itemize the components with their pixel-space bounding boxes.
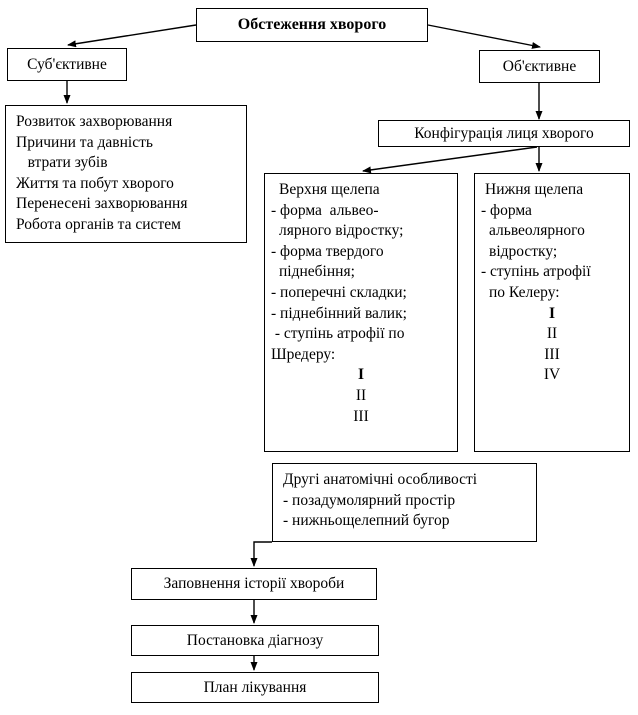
node-objective-label: Об'єктивне [502, 57, 577, 75]
node-treatment-plan[interactable]: План лікування [131, 672, 379, 703]
edge-title-to-objective [427, 24, 541, 49]
list-item: по Келеру: [489, 284, 560, 302]
node-objective[interactable]: Об'єктивне [479, 50, 600, 83]
node-examination-title-label: Обстеження хворого [237, 16, 387, 33]
node-subjective-label: Суб'єктивне [27, 55, 107, 73]
edge-face-config-to-upper-jaw [362, 146, 538, 174]
list-item: - поперечні складки; [271, 284, 407, 302]
node-other-features-heading: Другі анатомічні особливості [283, 471, 478, 488]
list-item: лярного відростку; [279, 222, 404, 240]
node-upper-jaw[interactable]: Верхня щелепа - форма альвео- лярного ві… [264, 173, 458, 452]
node-face-configuration-label: Конфігурація лиця хворого [414, 124, 594, 142]
node-lower-jaw[interactable]: Нижня щелепа - форма альвеолярного відро… [474, 173, 630, 452]
list-item: Життя та побут хворого [16, 174, 174, 192]
degree-item: II [546, 325, 558, 343]
node-treatment-plan-label: План лікування [203, 678, 307, 696]
list-item: - форма [481, 201, 532, 219]
list-item: Шредеру: [271, 345, 336, 363]
list-item: - ступінь атрофії по [271, 325, 405, 343]
list-item: - форма альвео- [271, 201, 379, 219]
node-upper-jaw-heading: Верхня щелепа [279, 181, 380, 198]
degree-item: II [355, 387, 367, 405]
node-fill-case-history-label: Заповнення історії хвороби [163, 575, 345, 593]
node-other-anatomical-features[interactable]: Другі анатомічні особливості - позадумол… [272, 463, 537, 542]
list-item: Робота органів та систем [16, 216, 181, 234]
node-lower-jaw-heading: Нижня щелепа [485, 181, 584, 198]
list-item: - піднебінний валик; [271, 304, 407, 322]
degree-item: III [544, 345, 560, 363]
list-item: Перенесені захворювання [16, 195, 188, 213]
list-item: втрати зубів [16, 154, 108, 172]
degree-item: IV [543, 366, 561, 384]
degree-item: I [357, 366, 365, 384]
node-diagnosis[interactable]: Постановка діагнозу [131, 625, 379, 656]
list-item: - форма твердого [271, 242, 384, 260]
edge-other-features-to-history [250, 541, 272, 567]
node-examination-title[interactable]: Обстеження хворого [196, 8, 428, 42]
list-item: - позадумолярний простір [283, 491, 456, 509]
node-fill-case-history[interactable]: Заповнення історії хвороби [131, 568, 377, 600]
list-item: піднебіння; [279, 263, 355, 281]
node-diagnosis-label: Постановка діагнозу [186, 631, 324, 649]
list-item: Причини та давність [16, 133, 153, 151]
list-item: відростку; [489, 242, 558, 260]
edge-title-to-subjective [67, 24, 197, 48]
degree-item: III [353, 407, 369, 425]
degree-item: I [548, 304, 556, 322]
list-item: - нижньощелепний бугор [283, 512, 450, 530]
list-item: - ступінь атрофії [481, 263, 591, 281]
node-face-configuration[interactable]: Конфігурація лиця хворого [378, 120, 630, 147]
node-subjective-details[interactable]: Розвиток захворювання Причини та давніст… [5, 105, 247, 243]
list-item: Розвиток захворювання [16, 113, 173, 130]
node-subjective[interactable]: Суб'єктивне [7, 48, 127, 81]
list-item: альвеолярного [489, 222, 585, 240]
